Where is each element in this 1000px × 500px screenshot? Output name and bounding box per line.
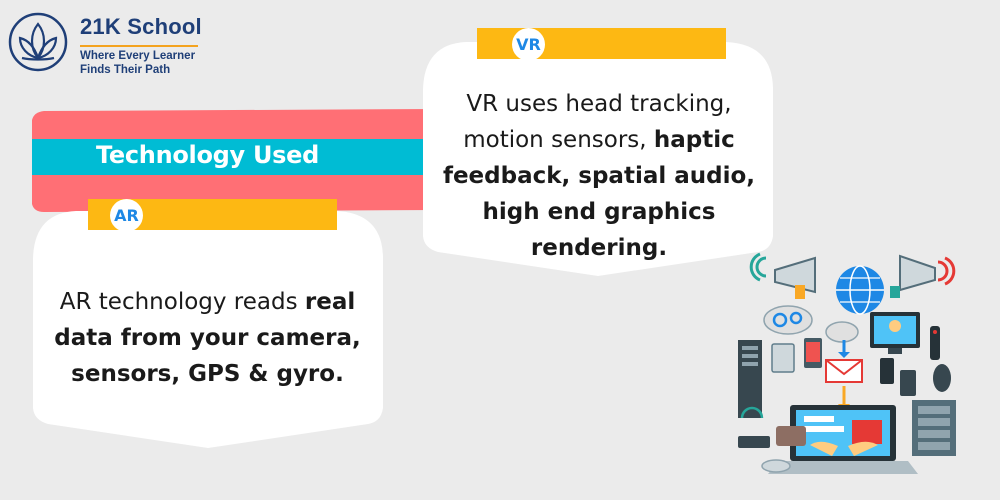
smartphone-icon: [771, 338, 916, 396]
vr-text-bold-2: high end graphics rendering.: [482, 199, 716, 261]
mail-icon: [825, 340, 863, 412]
ar-text-bold-2: sensors, GPS & gyro.: [71, 361, 344, 387]
wifi-icon: [749, 252, 956, 286]
brand-tagline: Where Every Learner Finds Their Path: [80, 49, 195, 77]
megaphone-icon: [774, 254, 936, 299]
vr-description: VR uses head tracking, motion sensors, h…: [436, 86, 762, 266]
globe-icon: [836, 265, 884, 315]
banner-title: Technology Used: [96, 141, 319, 169]
ar-card-shape: [33, 211, 383, 448]
vr-text-bold-1: haptic feedback, spatial audio,: [442, 127, 756, 189]
brand-divider: [80, 45, 198, 47]
computer-monitor-icon: [870, 312, 920, 354]
ar-description: AR technology reads real data from your …: [40, 284, 375, 392]
lotus-logo-icon: [8, 12, 68, 72]
ar-text-bold-1: real data from your camera,: [54, 289, 361, 351]
remote-control-icon: [930, 326, 940, 360]
ar-tag: AR: [110, 199, 143, 232]
vr-tag: VR: [512, 28, 545, 61]
vr-card-shape: [423, 42, 773, 276]
brand-logo: 21K School Where Every Learner Finds The…: [8, 12, 208, 77]
brand-name: 21K School: [80, 14, 202, 39]
gear-cloud-icon: [763, 305, 859, 343]
brand-tagline-line1: Where Every Learner: [80, 50, 196, 62]
router-icon: [738, 406, 806, 473]
mouse-icon: [933, 364, 951, 392]
technology-illustration: [738, 252, 956, 474]
brand-tagline-line2: Finds Their Path: [80, 64, 171, 76]
laptop-icon: [768, 405, 918, 474]
ar-text-regular: AR technology reads: [59, 289, 298, 315]
server-rack-icon: [912, 400, 956, 456]
vr-text-regular: VR uses head tracking, motion sensors,: [463, 91, 732, 153]
server-tower-icon: [738, 340, 762, 418]
